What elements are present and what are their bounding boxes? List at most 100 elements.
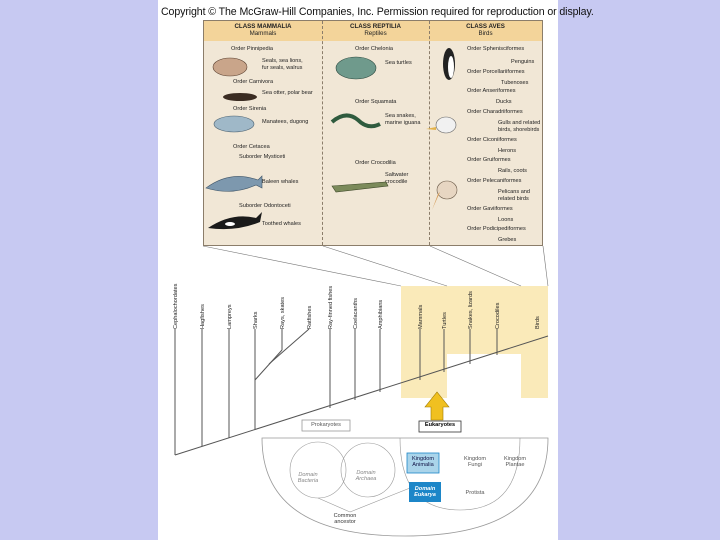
penguin-belly xyxy=(448,56,454,78)
eukarya-label: Domain Eukarya xyxy=(414,486,436,498)
common-name-label: Sea otter, polar bear xyxy=(262,90,313,96)
suborder-label: Suborder Odontoceti xyxy=(239,203,291,209)
taxon-label: Turtles xyxy=(442,312,448,329)
order-label: Order Podicipediformes xyxy=(467,226,526,232)
reptilia-title: CLASS REPTILIA xyxy=(350,23,401,30)
taxon-label: Cephalochordates xyxy=(173,283,179,329)
eukaryotes-label: Eukaryotes xyxy=(424,422,456,428)
taxon-label: Birds xyxy=(535,316,541,329)
taxon-label: Hagfishes xyxy=(200,304,206,329)
common-name-label: Seals, sea lions, xyxy=(262,58,303,64)
bacteria-label: Domain Bacteria xyxy=(297,472,319,484)
eukaryotes-box xyxy=(418,420,462,433)
copyright-notice: Copyright © The McGraw-Hill Companies, I… xyxy=(161,6,594,18)
vertebrate-phylogeny xyxy=(174,328,549,456)
taxon-label: Snakes, lizards xyxy=(468,291,474,329)
seal-icon xyxy=(212,57,248,77)
common-name-label: Rails, coots xyxy=(498,168,527,174)
common-name-label: Pelicans and xyxy=(498,189,531,195)
taxon-label: Ratfishes xyxy=(307,305,313,329)
suborder-label: Suborder Mysticeti xyxy=(239,154,286,160)
sea-turtle-icon xyxy=(335,56,377,80)
baleen-whale-icon xyxy=(205,175,263,192)
orca-icon xyxy=(208,212,262,230)
common-name-label: Penguins xyxy=(511,59,535,65)
prokaryotes-label: Prokaryotes xyxy=(311,422,341,428)
mammalia-header: CLASS MAMMALIA Mammals xyxy=(204,23,322,37)
crocodile-icon xyxy=(331,181,389,193)
reptiles-highlight xyxy=(447,286,521,354)
common-name-label: Toothed whales xyxy=(262,221,301,227)
order-label: Order Ciconiiformes xyxy=(467,137,517,143)
order-label: Order Chelonia xyxy=(355,46,393,52)
taxon-label: Mammals xyxy=(418,304,424,329)
gull-icon xyxy=(435,116,457,134)
tree-of-life-outline xyxy=(261,437,549,537)
mammalia-subtitle: Mammals xyxy=(249,30,277,37)
table-connectors xyxy=(202,245,549,287)
common-name-label: Ducks xyxy=(496,99,512,105)
tree-trunk xyxy=(174,335,549,456)
order-label: Order Gaviiformes xyxy=(467,206,513,212)
sea-snake-icon xyxy=(330,113,381,129)
gull-beak xyxy=(426,127,436,130)
prokaryotes-box xyxy=(301,419,351,432)
connector-line xyxy=(322,245,448,287)
taxon-label: Sharks xyxy=(253,311,259,329)
common-ancestor-label: Common ancestor xyxy=(333,513,357,525)
animalia-label: Kingdom Animalia xyxy=(411,456,435,468)
connector-line xyxy=(202,245,402,287)
connector-line xyxy=(542,245,549,287)
animalia-box xyxy=(406,452,440,474)
mammalia-title: CLASS MAMMALIA xyxy=(234,23,292,30)
connector-line xyxy=(429,245,522,287)
eukarya-box xyxy=(409,482,441,502)
eukarya-arc xyxy=(399,437,521,511)
taxon-label: Rays, skates xyxy=(280,296,286,329)
common-name-label: Baleen whales xyxy=(262,179,299,185)
common-name-label: related birds xyxy=(498,196,529,202)
birds-highlight xyxy=(521,286,548,398)
taxon-label: Lampreys xyxy=(227,304,233,329)
order-label: Order Sphenisciformes xyxy=(467,46,525,52)
reptilia-header: CLASS REPTILIA Reptiles xyxy=(322,23,429,37)
reptilia-subtitle: Reptiles xyxy=(364,30,387,37)
taxon-label: Amphibians xyxy=(378,299,384,329)
common-name-label: marine iguana xyxy=(385,120,421,126)
taxon-label: Ray-finned fishes xyxy=(328,285,334,329)
plantae-label: Kingdom Plantae xyxy=(503,456,527,468)
column-divider xyxy=(429,21,430,245)
mammals-highlight xyxy=(401,286,447,398)
order-label: Order Carnivora xyxy=(233,79,274,85)
common-name-label: Manatees, dugong xyxy=(262,119,309,125)
tree-of-life xyxy=(261,391,549,537)
order-label: Order Gruiformes xyxy=(467,157,511,163)
ancestor-link xyxy=(349,483,421,513)
order-label: Order Pinnipedia xyxy=(231,46,273,52)
protista-label: Protista xyxy=(465,490,485,496)
order-label: Order Charadriiformes xyxy=(467,109,523,115)
common-name-label: Herons xyxy=(498,148,517,154)
aves-subtitle: Birds xyxy=(478,30,493,37)
orca-patch xyxy=(225,222,235,226)
common-name-label: Loons xyxy=(498,217,514,223)
otter-icon xyxy=(223,93,257,101)
aves-title: CLASS AVES xyxy=(466,23,505,30)
common-name-label: birds, shorebirds xyxy=(498,127,540,133)
fungi-label: Kingdom Fungi xyxy=(463,456,487,468)
order-label: Order Pelecaniformes xyxy=(467,178,522,184)
branch-ratfishes xyxy=(268,328,310,365)
archaea-label: Domain Archaea xyxy=(355,470,377,482)
common-name-label: Gulls and related xyxy=(498,120,541,126)
ancestor-link xyxy=(317,497,351,513)
branch-node xyxy=(254,349,283,381)
archaea-circle xyxy=(340,442,396,498)
pelican-icon xyxy=(436,180,458,200)
marine-vertebrates-table: CLASS MAMMALIA Mammals CLASS REPTILIA Re… xyxy=(203,20,543,246)
order-label: Order Porcellariiformes xyxy=(467,69,525,75)
animal-illustrations xyxy=(205,48,458,230)
order-label: Order Crocodilia xyxy=(355,160,396,166)
order-label: Order Cetacea xyxy=(233,144,270,150)
taxon-label: Crocodiles xyxy=(495,302,501,329)
